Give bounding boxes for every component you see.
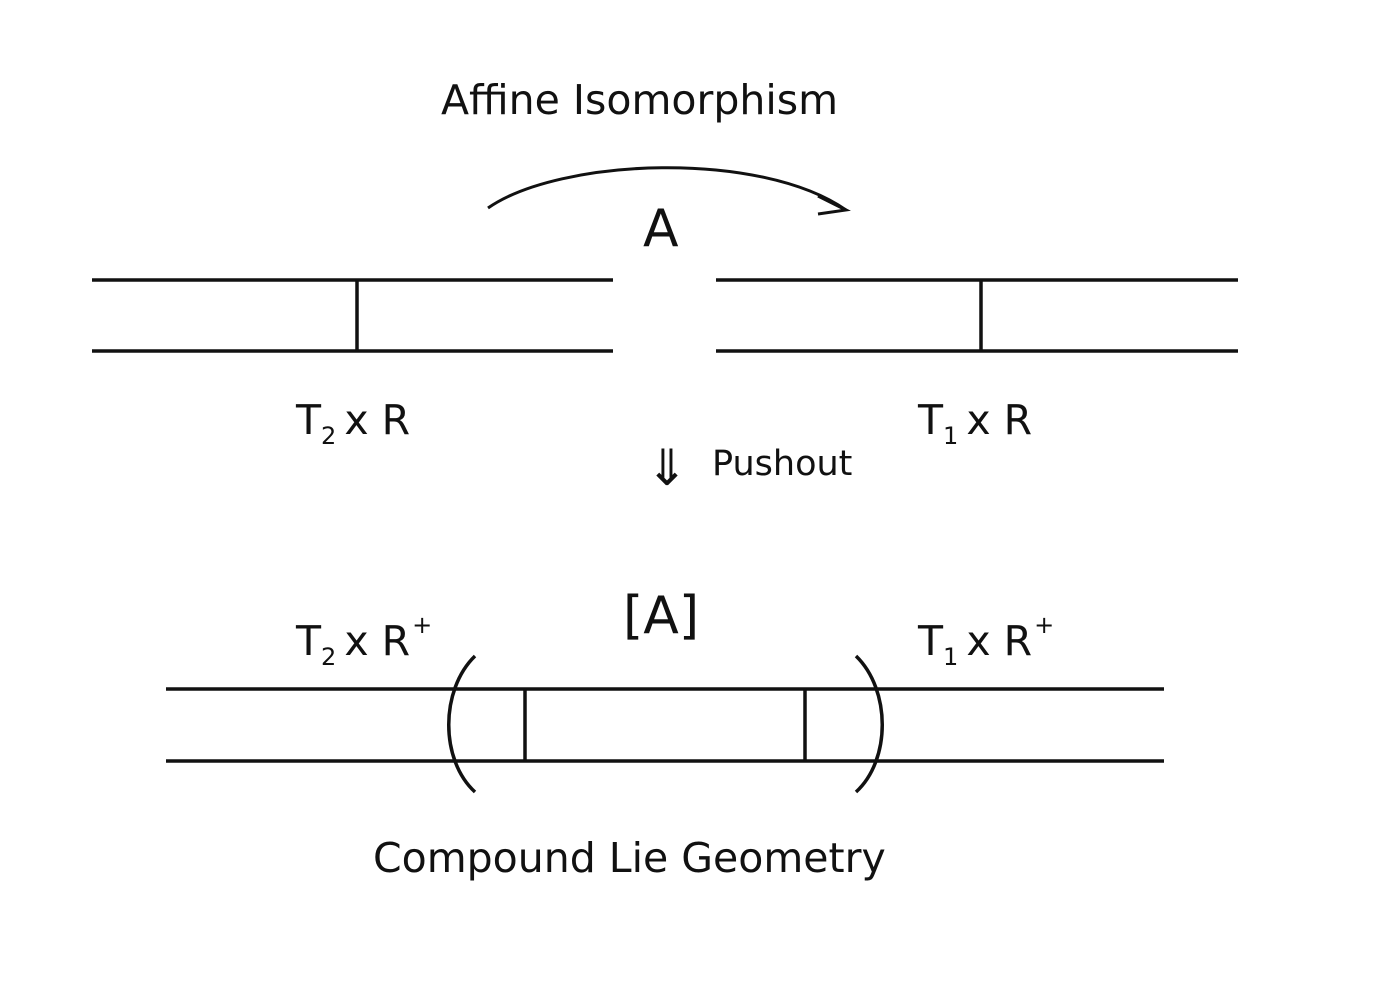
space-rest: x R xyxy=(966,396,1033,444)
diagram-title: Affine Isomorphism xyxy=(441,76,839,124)
isomorphism-arrow xyxy=(487,166,847,212)
space-subscript: 1 xyxy=(943,422,959,450)
class-label: [A] xyxy=(623,586,700,646)
diagram-caption: Compound Lie Geometry xyxy=(373,834,886,882)
strip-top-left xyxy=(92,278,613,353)
pushout-label: Pushout xyxy=(712,444,853,484)
space-superscript: + xyxy=(412,611,433,639)
down-double-arrow: ⇓ xyxy=(646,439,688,497)
left-gluing-parenthesis xyxy=(447,654,477,794)
strip-top-right xyxy=(716,278,1238,353)
space-base: T xyxy=(296,617,322,665)
space-base: T xyxy=(296,396,322,444)
space-rest: x R xyxy=(344,617,411,665)
space-rest: x R xyxy=(966,617,1033,665)
map-label: A xyxy=(643,199,679,259)
right-gluing-parenthesis xyxy=(854,654,884,794)
space-base: T xyxy=(918,617,944,665)
strip-compound xyxy=(166,687,1164,763)
space-subscript: 2 xyxy=(321,422,337,450)
isomorphism-arrowhead xyxy=(817,194,851,216)
space-superscript: + xyxy=(1034,611,1055,639)
space-base: T xyxy=(918,396,944,444)
space-subscript: 2 xyxy=(321,643,337,671)
space-rest: x R xyxy=(344,396,411,444)
space-subscript: 1 xyxy=(943,643,959,671)
